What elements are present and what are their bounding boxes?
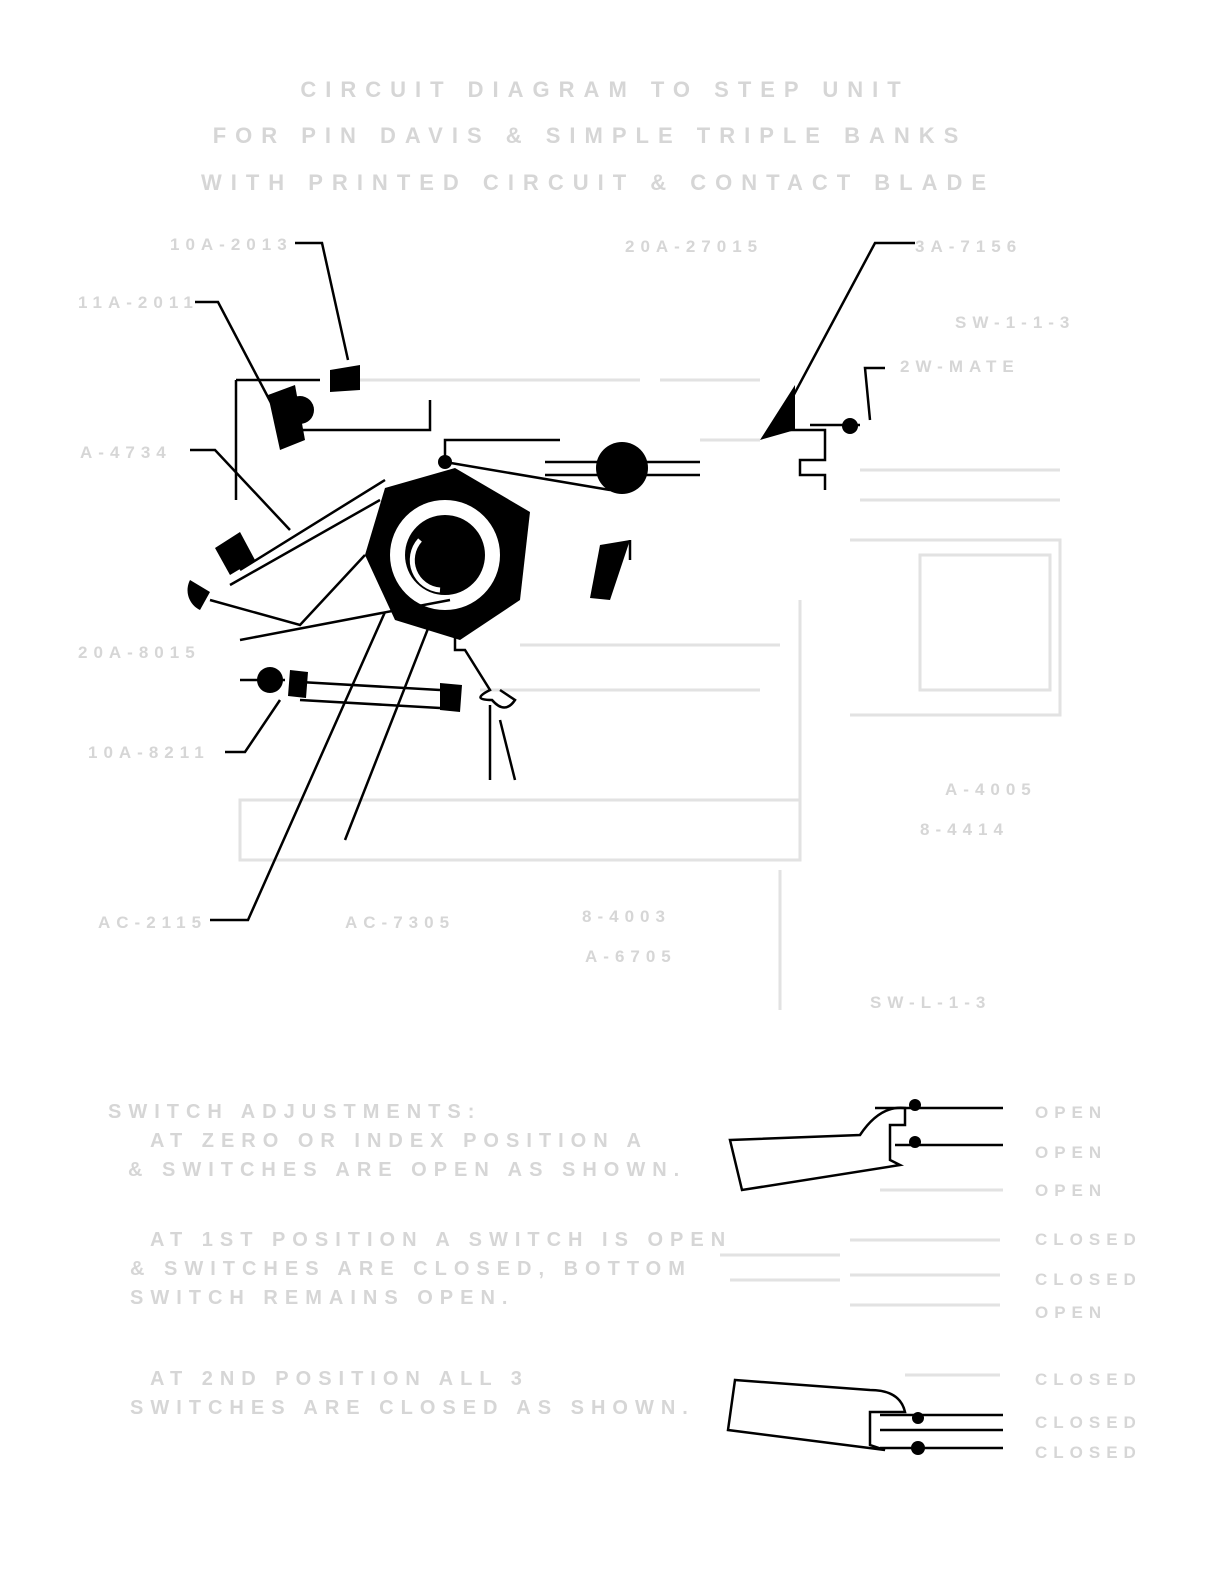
note-line: & SWITCHES ARE OPEN AS SHOWN. xyxy=(128,1159,686,1181)
note-line: SWITCH REMAINS OPEN. xyxy=(130,1287,514,1309)
label: 8-4414 xyxy=(920,820,1009,839)
switch-state-labels: OPEN OPEN OPEN CLOSED CLOSED OPEN CLOSED… xyxy=(1035,1103,1142,1462)
switch-position-two xyxy=(726,1373,1003,1455)
roller xyxy=(596,442,648,494)
label: A-4005 xyxy=(945,780,1037,799)
label: 2W-MATE xyxy=(900,357,1020,376)
label: 20A-8015 xyxy=(78,643,201,662)
label: A-6705 xyxy=(585,947,677,966)
label: SW-1-1-3 xyxy=(955,313,1075,332)
switch-state: CLOSED xyxy=(1035,1270,1142,1289)
switch-state: OPEN xyxy=(1035,1303,1107,1322)
switch-position-zero xyxy=(728,1099,1003,1192)
title-block: CIRCUIT DIAGRAM TO STEP UNIT FOR PIN DAV… xyxy=(201,77,995,195)
title-line-3: WITH PRINTED CIRCUIT & CONTACT BLADE xyxy=(201,170,995,195)
part-labels: 10A-2013 11A-2011 A-4734 20A-8015 10A-82… xyxy=(78,235,1075,1012)
label: 20A-27015 xyxy=(625,237,763,256)
label: AC-7305 xyxy=(345,913,455,932)
label: AC-2115 xyxy=(98,913,207,932)
label: SW-L-1-3 xyxy=(870,993,991,1012)
switch-position-one xyxy=(720,1238,1000,1307)
label: 11A-2011 xyxy=(78,293,199,312)
leader-lines xyxy=(190,241,915,922)
switch-state: CLOSED xyxy=(1035,1230,1142,1249)
note-line: AT 1ST POSITION A SWITCH IS OPEN xyxy=(150,1229,732,1251)
switch-notes: SWITCH ADJUSTMENTS: AT ZERO OR INDEX POS… xyxy=(108,1101,732,1419)
title-line-1: CIRCUIT DIAGRAM TO STEP UNIT xyxy=(300,77,909,102)
note-line: & SWITCHES ARE CLOSED, BOTTOM xyxy=(130,1258,692,1280)
faint-wiring xyxy=(238,378,1062,1010)
note-line: AT 2ND POSITION ALL 3 xyxy=(150,1368,529,1390)
label: 10A-8211 xyxy=(88,743,210,762)
switch-state: OPEN xyxy=(1035,1181,1107,1200)
notes-heading: SWITCH ADJUSTMENTS: xyxy=(108,1101,481,1123)
note-line: SWITCHES ARE CLOSED AS SHOWN. xyxy=(130,1397,695,1419)
switch-state: OPEN xyxy=(1035,1103,1107,1122)
switch-state: CLOSED xyxy=(1035,1443,1142,1462)
label: 8-4003 xyxy=(582,907,671,926)
label: 3A-7156 xyxy=(915,237,1022,256)
switch-state: CLOSED xyxy=(1035,1413,1142,1432)
note-line: AT ZERO OR INDEX POSITION A xyxy=(150,1130,648,1152)
title-line-2: FOR PIN DAVIS & SIMPLE TRIPLE BANKS xyxy=(213,123,968,148)
switch-state: CLOSED xyxy=(1035,1370,1142,1389)
label: A-4734 xyxy=(80,443,172,462)
switch-state: OPEN xyxy=(1035,1143,1107,1162)
label: 10A-2013 xyxy=(170,235,293,254)
step-mechanism xyxy=(187,365,860,780)
